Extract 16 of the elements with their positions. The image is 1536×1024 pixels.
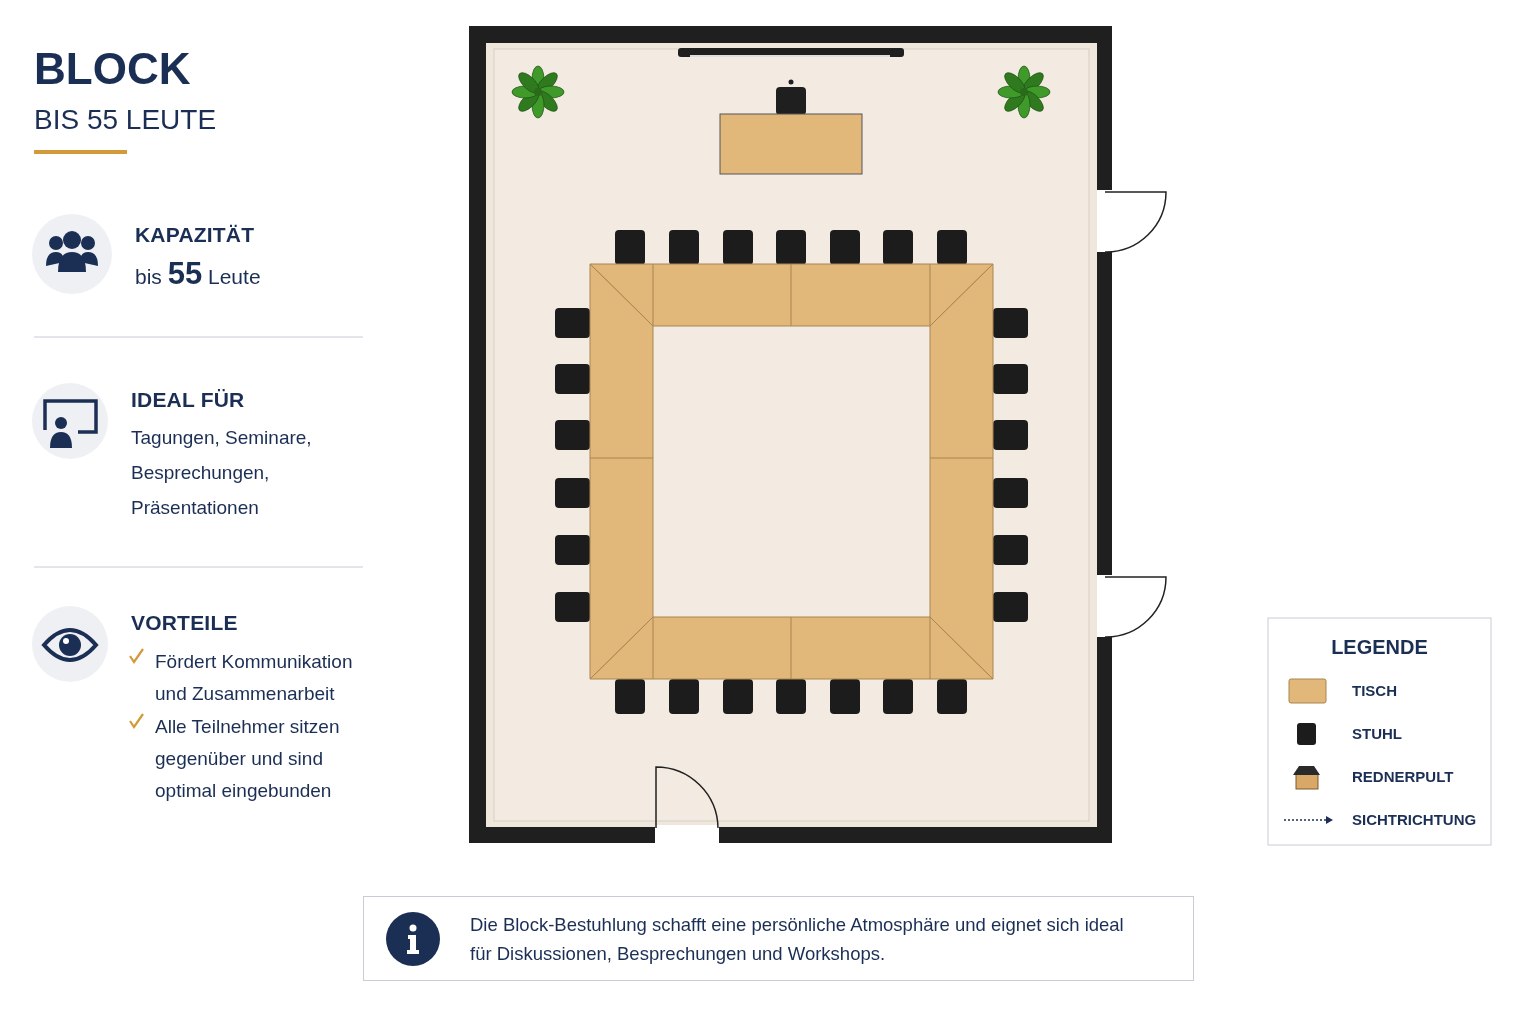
capacity-text: bis 55 Leute <box>135 256 261 292</box>
legend-label: TISCH <box>1352 682 1397 699</box>
title: BLOCK <box>34 44 191 94</box>
info-box <box>363 896 1194 981</box>
paragraph: Tagungen, Seminare, Besprechungen, Präsentationen <box>131 426 313 520</box>
list-item: Fördert Kommunikation und Zusammenarbeit <box>155 650 354 706</box>
info-text: Die Block-Bestuhlung schafft eine persönliche Atmosphäre und eignet sich ideal für Diskussionen, Besprechungen und Workshops. <box>470 913 1125 966</box>
list-item: Alle Teilnehmer sitzen gegenüber und sind optimal eingebunden <box>155 715 341 803</box>
section-heading: VORTEILE <box>131 611 238 635</box>
legend-title: LEGENDE <box>1330 636 1429 659</box>
section-heading: IDEAL FÜR <box>131 388 245 412</box>
legend-label: SICHTRICHTUNG <box>1352 811 1477 828</box>
legend-label: STUHL <box>1352 725 1402 742</box>
legend-label: REDNERPULT <box>1352 768 1454 785</box>
subtitle: BIS 55 LEUTE <box>34 104 217 136</box>
section-heading: KAPAZITÄT <box>135 223 255 247</box>
